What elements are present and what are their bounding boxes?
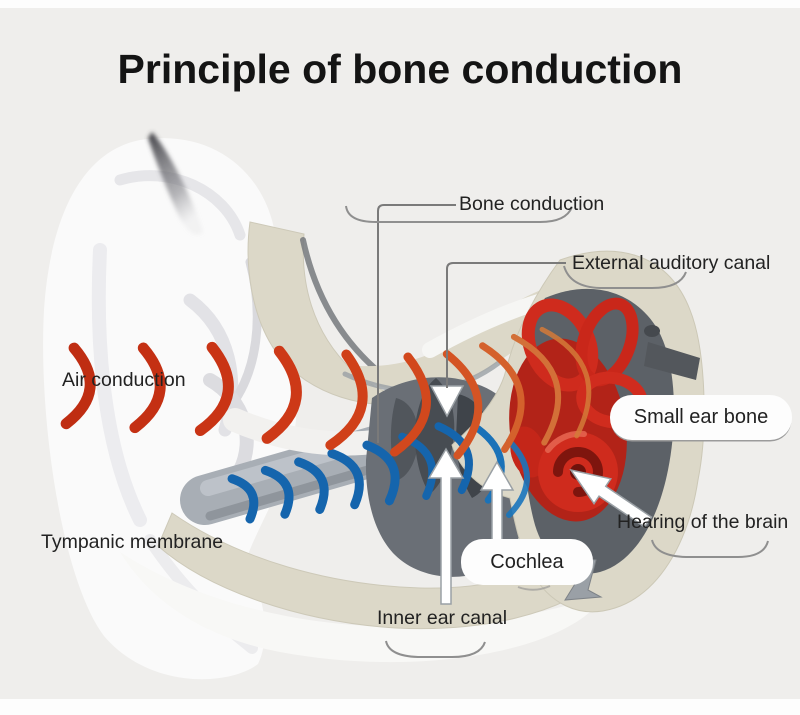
white-base-band [120,552,606,663]
label-small-ear-bone: Small ear bone [610,395,792,440]
label-bone-conduction: Bone conduction [459,193,605,215]
auditory-nerve-rod [644,325,700,380]
leader-lines [377,204,566,443]
dark-hair-spike [148,132,203,235]
label-air-conduction: Air conduction [62,369,186,391]
orange-sound-waves [60,326,592,460]
label-hearing-of-the-brain: Hearing of the brain [617,511,789,533]
leader-external-auditory-canal [446,262,566,388]
top-edge-strip [0,0,800,8]
leader-bone-conduction [377,204,456,443]
label-inner-ear-canal: Inner ear canal [377,607,508,629]
diagram-title: Principle of bone conduction [117,46,683,92]
diagonal-arrow-hearing [569,468,653,529]
label-external-auditory-canal: External auditory canal [572,252,771,274]
pointer-arrows [427,385,653,605]
up-arrow-inner-ear-canal [427,447,465,605]
up-arrow-cochlea [479,460,515,547]
label-tympanic-membrane: Tympanic membrane [41,531,224,553]
label-swooshes [345,205,769,658]
bottom-edge-strip [0,699,800,715]
label-cochlea: Cochlea [461,539,593,585]
